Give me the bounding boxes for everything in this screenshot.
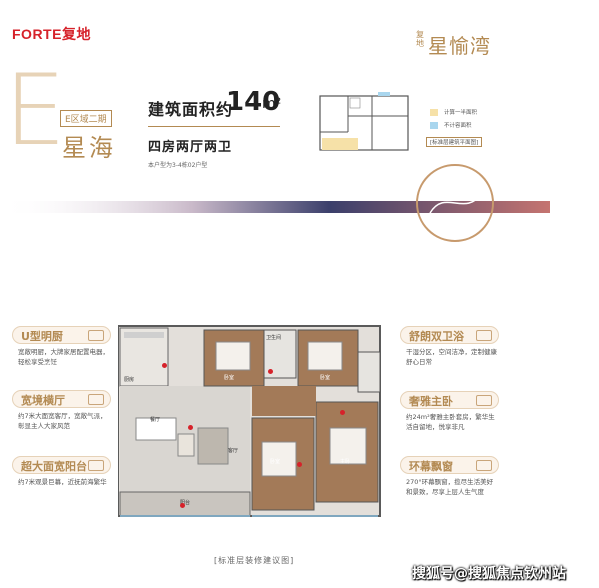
feature-title-pill: 环幕飘窗 — [400, 456, 499, 474]
unit-layout: 四房两厅两卫 — [148, 140, 233, 155]
developer-logo: FORTE复地 — [12, 26, 91, 42]
feature-title: 宽境横厅 — [21, 394, 65, 407]
feature-title: 超大面宽阳台 — [21, 460, 87, 473]
feature-desc: 270°环幕飘窗，揽尽生活美好和景致，尽享上层人生气度 — [406, 478, 494, 496]
feature-card-kitchen: U型明厨 宽敞明厨，大牌家居配置电器，轻松享受烹饪 — [12, 326, 111, 367]
decorative-stripe — [0, 201, 550, 213]
feature-title-pill: 超大面宽阳台 — [12, 456, 111, 474]
feature-card-balcony: 超大面宽阳台 约7米观景巨幕，近抚前海繁华 — [12, 456, 111, 487]
bathtub-icon — [476, 330, 492, 341]
feature-title-pill: 奢雅主卧 — [400, 391, 499, 409]
plan-label-bedroom: 卧室 — [224, 375, 235, 381]
feature-title: U型明厨 — [21, 330, 63, 343]
key-plan-thumbnail — [318, 92, 410, 154]
kitchen-icon — [88, 330, 104, 341]
floor-plan — [118, 322, 390, 520]
marker-dot-master — [340, 410, 345, 415]
feature-title-pill: 舒朗双卫浴 — [400, 326, 499, 344]
feature-desc: 宽敞明厨，大牌家居配置电器，轻松享受烹饪 — [18, 348, 109, 366]
legend-swatch-blue — [430, 122, 438, 129]
feature-card-living: 宽境横厅 约7米大面宽客厅，宽敞气派，彰显主人大家风范 — [12, 390, 111, 431]
zone-tag: E区域二期 — [60, 110, 112, 127]
feature-desc: 干湿分区，空间洁净，定制健康舒心日常 — [406, 348, 497, 366]
plan-label-balcony: 阳台 — [180, 500, 191, 506]
feature-desc: 约7米大面宽客厅，宽敞气派，彰显主人大家风范 — [18, 412, 107, 430]
feature-card-bath: 舒朗双卫浴 干湿分区，空间洁净，定制健康舒心日常 — [400, 326, 499, 367]
plan-label-dining: 餐厅 — [150, 417, 161, 423]
feature-desc: 约24m²奢雅主卧套房，繁华生活自留地，悦享非凡 — [406, 413, 495, 431]
area-value: 140 — [226, 87, 281, 117]
legend-label: 不计容面积 — [444, 123, 472, 129]
area-label: 建筑面积约 — [148, 100, 234, 119]
legend-item-half-area: 计算一半面积 — [430, 108, 477, 116]
divider — [148, 126, 280, 127]
plan-label-bath: 卫生间 — [266, 335, 282, 341]
marker-dot-kitchen — [162, 363, 167, 368]
unit-letter: E — [4, 54, 66, 168]
marker-dot-window — [297, 462, 302, 467]
area-unit: m² — [262, 96, 282, 112]
marker-dot-bath — [268, 369, 273, 374]
window-icon — [476, 460, 492, 471]
legend-label: 计算一半面积 — [444, 110, 478, 116]
feature-card-window: 环幕飘窗 270°环幕飘窗，揽尽生活美好和景致，尽享上层人生气度 — [400, 456, 499, 497]
plan-label-master: 主卧 — [340, 459, 351, 465]
feature-desc: 约7米观景巨幕，近抚前海繁华 — [18, 478, 107, 486]
unit-note: 本户型为3-4栋02户型 — [148, 162, 208, 169]
feature-title-pill: U型明厨 — [12, 326, 111, 344]
legend-swatch-yellow — [430, 109, 438, 116]
marker-dot-balcony — [180, 503, 185, 508]
project-brand-small: 复地 — [416, 30, 424, 48]
balcony-icon — [88, 460, 104, 471]
plan-label-kitchen: 厨房 — [124, 377, 135, 383]
feature-title: 奢雅主卧 — [409, 395, 453, 408]
legend-note: [标准层建筑平面图] — [426, 137, 483, 147]
plan-label-bedroom: 卧室 — [320, 375, 331, 381]
feature-title: 环幕飘窗 — [409, 460, 453, 473]
legend-item-no-area: 不计容面积 — [430, 121, 472, 129]
feature-title: 舒朗双卫浴 — [409, 330, 464, 343]
project-brand-logo: 星愉湾 — [428, 34, 491, 58]
marker-dot-living — [188, 425, 193, 430]
feature-title-pill: 宽境横厅 — [12, 390, 111, 408]
watermark: 搜狐号@搜狐焦点钦州站 — [412, 566, 566, 582]
feature-card-master: 奢雅主卧 约24m²奢雅主卧套房，繁华生活自留地，悦享非凡 — [400, 391, 499, 432]
plan-caption: [标准层装修建议图] — [214, 556, 295, 565]
sofa-icon — [88, 394, 104, 405]
bed-icon — [476, 395, 492, 406]
unit-name: 星海 — [62, 134, 116, 162]
plan-label-living: 客厅 — [228, 448, 239, 454]
decorative-ring-logo — [416, 164, 494, 242]
plan-label-bedroom: 卧室 — [270, 459, 281, 465]
